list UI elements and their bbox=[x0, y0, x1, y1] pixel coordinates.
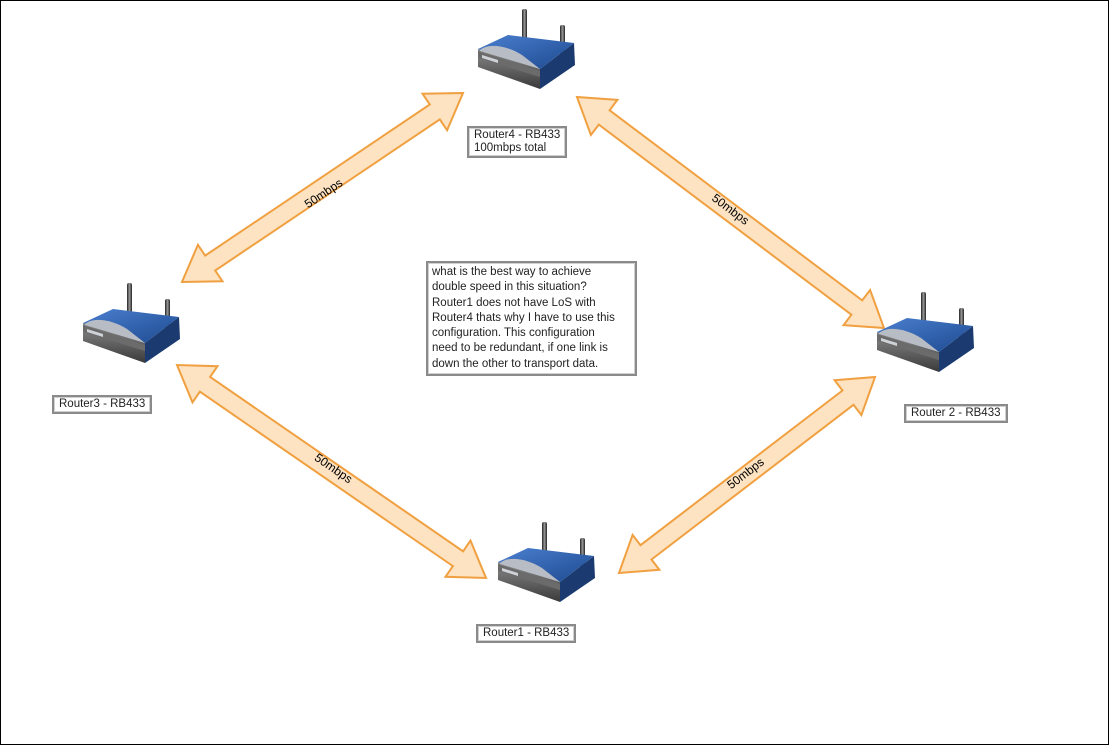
note-line: what is the best way to achieve bbox=[432, 266, 592, 278]
router1-device-icon bbox=[498, 522, 595, 602]
router3-device-icon bbox=[83, 283, 180, 363]
note-line: Router4 thats why I have to use this bbox=[432, 311, 615, 324]
note-line: need to be redundant, if one link is bbox=[432, 342, 608, 355]
link-arrow-router1-router2 bbox=[617, 375, 877, 575]
router3-label: Router3 - RB433 bbox=[52, 395, 153, 414]
router2-label: Router 2 - RB433 bbox=[904, 404, 1008, 423]
router4-device-icon bbox=[478, 9, 575, 89]
router2-label-line-1: Router 2 - RB433 bbox=[911, 407, 1001, 419]
question-note: what is the best way to achieve double s… bbox=[426, 261, 637, 377]
link-arrow-router3-router1 bbox=[175, 363, 488, 580]
router4-label-line-2: 100mbps total bbox=[474, 142, 547, 154]
note-line: Router1 does not have LoS with bbox=[432, 296, 596, 309]
link-arrow-router4-router3 bbox=[180, 91, 465, 284]
router2-device-icon bbox=[877, 292, 974, 372]
router4-label: Router4 - RB433 100mbps total bbox=[467, 126, 568, 158]
router4-label-line-1: Router4 - RB433 bbox=[474, 129, 561, 141]
router1-label-line-1: Router1 - RB433 bbox=[483, 627, 570, 639]
note-line: configuration. This configuration bbox=[432, 327, 595, 340]
note-line: down the other to transport data. bbox=[432, 357, 599, 370]
note-line: double speed in this situation? bbox=[432, 281, 587, 294]
link-arrows bbox=[175, 91, 886, 580]
router3-label-line-1: Router3 - RB433 bbox=[59, 398, 146, 410]
router1-label: Router1 - RB433 bbox=[476, 624, 577, 643]
link-arrow-router4-router2 bbox=[575, 95, 886, 330]
